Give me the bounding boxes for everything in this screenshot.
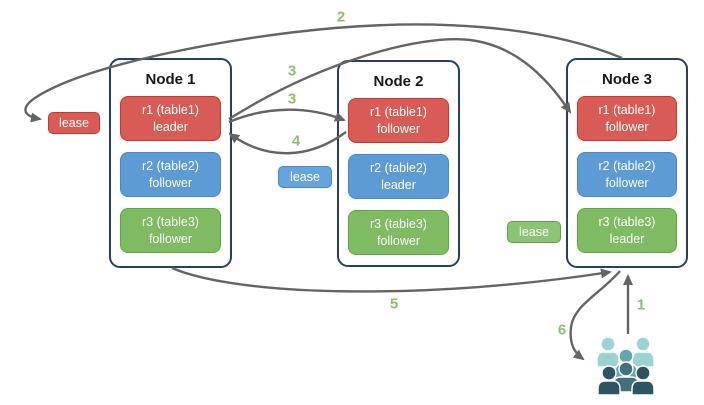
arrow-step4-ack-to-leader [228,131,347,155]
node-2-title: Node 2 [373,73,424,90]
node-1-title: Node 1 [145,71,196,88]
step-label-6: 6 [557,321,567,339]
node1-replica-r2: r2 (table2) follower [120,152,221,197]
node1-replica-r1: r1 (table1) leader [120,96,221,141]
node3-replica-r3: r3 (table3) leader [577,208,677,253]
replica-role-label: follower [376,121,421,136]
node2-replica-r1: r1 (table1) follower [348,98,449,143]
arrow-step3-leader-to-node2 [228,108,346,124]
replica-role-label: leader [381,177,416,192]
replica-role-label: follower [376,233,421,248]
lease-badge-r3: lease [507,221,561,243]
step-label-1: 1 [636,296,646,314]
replica-range-label: r3 (table3) [370,217,427,232]
users-icon [596,336,655,396]
arrow-step6-gateway-to-users [569,270,621,361]
step-label-2: 2 [336,8,346,26]
lease-badge-r2: lease [278,166,332,188]
step-label-3a: 3 [287,62,297,80]
arrow-step5-response-to-gateway [171,266,612,293]
node-3-box: Node 3 r1 (table1) follower r2 (table2) … [566,58,688,268]
replica-range-label: r1 (table1) [598,103,656,118]
replica-range-label: r2 (table2) [142,159,199,174]
replica-range-label: r3 (table3) [598,215,656,230]
replica-role-label: follower [605,175,649,190]
step-label-3b: 3 [287,90,297,108]
node-1-box: Node 1 r1 (table1) leader r2 (table2) fo… [109,58,232,268]
replica-range-label: r2 (table2) [598,159,656,174]
replica-range-label: r3 (table3) [142,215,199,230]
replica-role-label: follower [605,119,649,134]
step-label-5: 5 [389,295,399,313]
node1-replica-r3: r3 (table3) follower [120,208,221,253]
node3-replica-r2: r2 (table2) follower [577,152,677,197]
lease-badge-r1: lease [48,112,100,134]
replica-role-label: follower [148,231,193,246]
replica-range-label: r2 (table2) [370,161,427,176]
node-3-title: Node 3 [601,71,652,88]
replica-range-label: r1 (table1) [142,103,199,118]
replica-role-label: follower [148,175,193,190]
node2-replica-r3: r3 (table3) follower [348,210,449,255]
node3-replica-r1: r1 (table1) follower [577,96,677,141]
replica-range-label: r1 (table1) [370,105,427,120]
replica-role-label: leader [609,231,645,246]
node-2-box: Node 2 r1 (table1) follower r2 (table2) … [337,60,460,267]
step-label-4: 4 [291,132,301,150]
replica-role-label: leader [153,119,188,134]
node2-replica-r2: r2 (table2) leader [348,154,449,199]
